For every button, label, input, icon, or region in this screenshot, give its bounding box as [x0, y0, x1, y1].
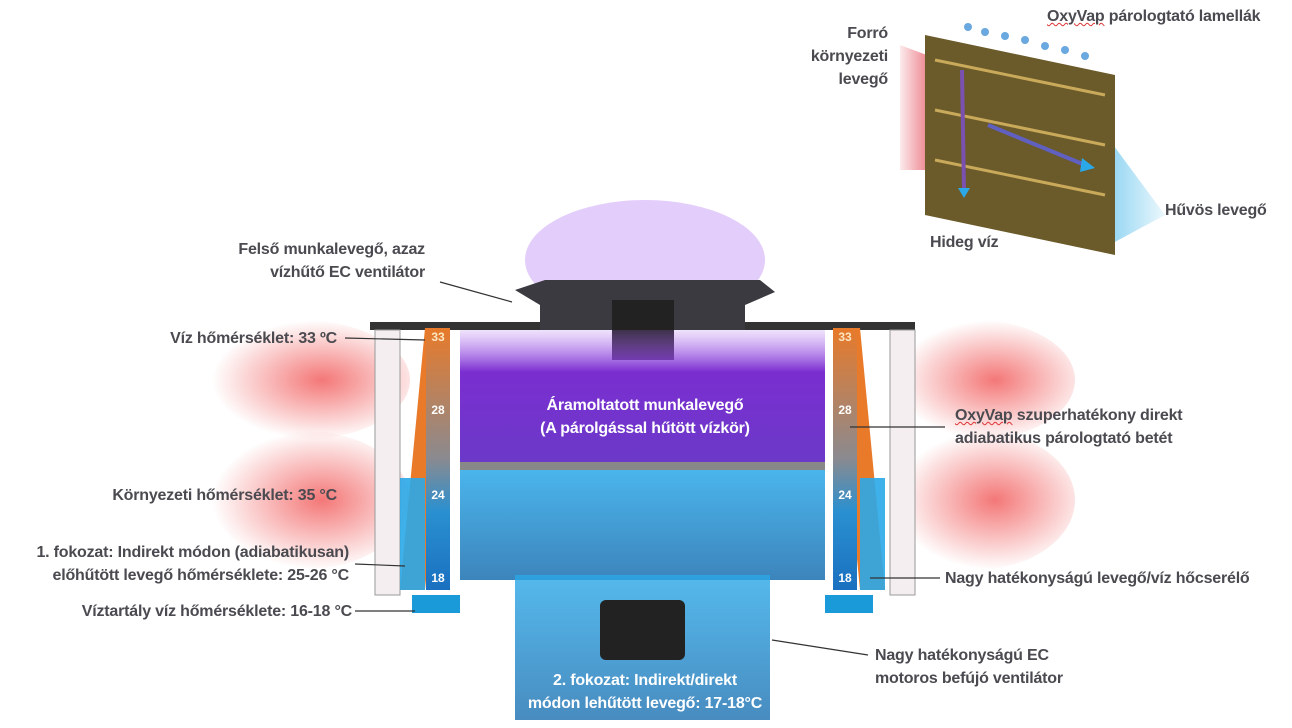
supply-fan-line2: motoros befújó ventilátor — [875, 670, 1063, 687]
stage1-label: 1. fokozat: Indirekt módon (adiabatikusa… — [36, 541, 349, 587]
center-air-label-line1: Áramoltatott munkalevegő — [546, 397, 744, 414]
cold-water-label: Hideg víz — [930, 234, 999, 251]
right-temp-28: 28 — [838, 403, 852, 417]
supply-fan-label: Nagy hatékonyságú EC motoros befújó vent… — [875, 644, 1063, 690]
hot-air-left — [190, 320, 410, 570]
oxyvap-insert-line2: adiabatikus párologtató betét — [955, 430, 1173, 447]
left-temp-24: 24 — [431, 488, 445, 502]
water-temp-label: Víz hőmérséklet: 33 ºC — [170, 330, 337, 347]
stage2-label: 2. fokozat: Indirekt/direkt módon lehűtö… — [480, 669, 810, 715]
top-fan-label-line2: vízhűtő EC ventilátor — [270, 264, 425, 281]
right-temp-24: 24 — [838, 488, 852, 502]
hot-air-right — [875, 320, 1075, 570]
oxyvap-insert-line1: szuperhatékony direkt — [1012, 407, 1183, 424]
heat-exchanger-label: Nagy hatékonyságú levegő/víz hőcserélő — [945, 570, 1250, 587]
housing-left-wall — [374, 329, 401, 596]
leader-lines — [344, 281, 945, 656]
left-temp-18: 18 — [431, 571, 445, 585]
tank-temp-label: Víztartály víz hőmérséklete: 16-18 °C — [81, 603, 352, 620]
left-temp-33: 33 — [431, 330, 445, 344]
lamella-inset — [900, 23, 1165, 255]
water-drops-icon — [964, 23, 1089, 60]
top-fan-label-line1: Felső munkalevegő, azaz — [238, 241, 425, 258]
center-air-label-line2: (A párolgással hűtött vízkör) — [540, 420, 750, 437]
right-heat-exchanger — [825, 328, 885, 613]
cool-air-label: Hűvös levegő — [1165, 202, 1267, 219]
stage1-label-line1: 1. fokozat: Indirekt módon (adiabatikusa… — [36, 544, 349, 561]
top-fan-label: Felső munkalevegő, azaz vízhűtő EC venti… — [238, 238, 425, 284]
supply-fan-line1: Nagy hatékonyságú EC — [875, 647, 1049, 664]
left-heat-exchanger — [400, 328, 460, 613]
hot-air-label: Forró környezeti levegő — [811, 22, 888, 91]
hot-air-line3: levegő — [838, 71, 889, 88]
supply-fan-motor — [600, 600, 685, 660]
stage2-line2: módon lehűtött levegő: 17-18°C — [527, 695, 763, 712]
inset-title-text: párologtató lamellák — [1104, 8, 1261, 25]
hot-air-line2: környezeti — [810, 48, 888, 65]
stage1-label-line2: előhűtött levegő hőmérséklete: 25-26 °C — [52, 567, 350, 584]
inset-title-brand: OxyVap — [1047, 8, 1105, 25]
ambient-temp-label: Környezeti hőmérséklet: 35 °C — [112, 487, 337, 504]
right-temp-33: 33 — [838, 330, 852, 344]
right-temp-18: 18 — [838, 571, 852, 585]
center-air-label: Áramoltatott munkalevegő (A párolgással … — [495, 394, 795, 440]
stage2-line1: 2. fokozat: Indirekt/direkt — [553, 672, 737, 689]
cooled-air-chamber — [460, 470, 825, 580]
hot-air-line1: Forró — [847, 25, 888, 42]
housing-right-wall — [889, 329, 916, 596]
inset-title: OxyVap párologtató lamellák — [1047, 5, 1261, 28]
working-air-chamber — [460, 330, 825, 470]
left-temp-28: 28 — [431, 403, 445, 417]
oxyvap-insert-label: OxyVap szuperhatékony direkt adiabatikus… — [955, 404, 1183, 450]
chamber-divider — [460, 462, 825, 470]
oxyvap-brand: OxyVap — [955, 407, 1013, 424]
